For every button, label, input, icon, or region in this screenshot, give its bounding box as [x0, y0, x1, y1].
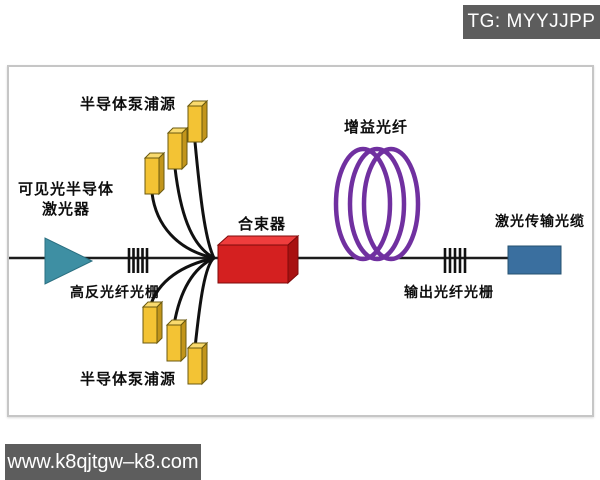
label-gain-fiber: 增益光纤	[344, 119, 409, 136]
pump-source-box	[142, 301, 163, 344]
label-pump-source-top: 半导体泵浦源	[80, 96, 177, 113]
label-visible-laser-line1: 可见光半导体	[17, 181, 114, 198]
watermark-tag-text: TG: MYYJJPP	[467, 11, 596, 32]
pump-source-box	[187, 342, 208, 385]
pump-fiber-curve	[193, 256, 216, 350]
label-pump-source-bottom: 半导体泵浦源	[80, 371, 177, 388]
pump-source-box	[144, 152, 165, 195]
label-output-cable: 激光传输光缆	[495, 213, 585, 229]
pump-fiber-curves	[148, 140, 216, 350]
pump-fiber-curve	[172, 256, 216, 327]
label-output-grating: 输出光纤光栅	[404, 284, 494, 300]
gain-fiber-coil-icon	[333, 146, 421, 262]
watermark-url-box: www.k8qjtgw–k8.com	[5, 444, 201, 480]
pump-fiber-curve	[193, 140, 216, 260]
label-combiner: 合束器	[238, 216, 287, 233]
pump-source-box	[166, 319, 187, 362]
fiber-laser-diagram	[9, 100, 562, 385]
pump-fiber-curve	[173, 166, 216, 260]
combiner-box-icon	[216, 234, 300, 285]
label-hr-grating: 高反光纤光栅	[70, 284, 160, 300]
hr-fiber-grating-hatch-icon	[127, 248, 149, 273]
pump-source-box	[167, 127, 188, 170]
pump-fiber-curve	[148, 256, 216, 309]
pump-fiber-curve	[150, 191, 216, 260]
output-fiber-grating-hatch-icon	[443, 248, 467, 273]
diagram-panel	[7, 65, 594, 417]
pump-source-box	[187, 100, 208, 143]
label-visible-laser: 可见光半导体 激光器	[14, 180, 118, 220]
label-visible-laser-line2: 激光器	[41, 201, 90, 218]
watermark-url-text: www.k8qjtgw–k8.com	[7, 450, 199, 473]
output-cable-box-icon	[507, 245, 562, 275]
watermark-tag-box: TG: MYYJJPP	[463, 5, 600, 39]
laser-diode-triangle-icon	[44, 237, 94, 285]
